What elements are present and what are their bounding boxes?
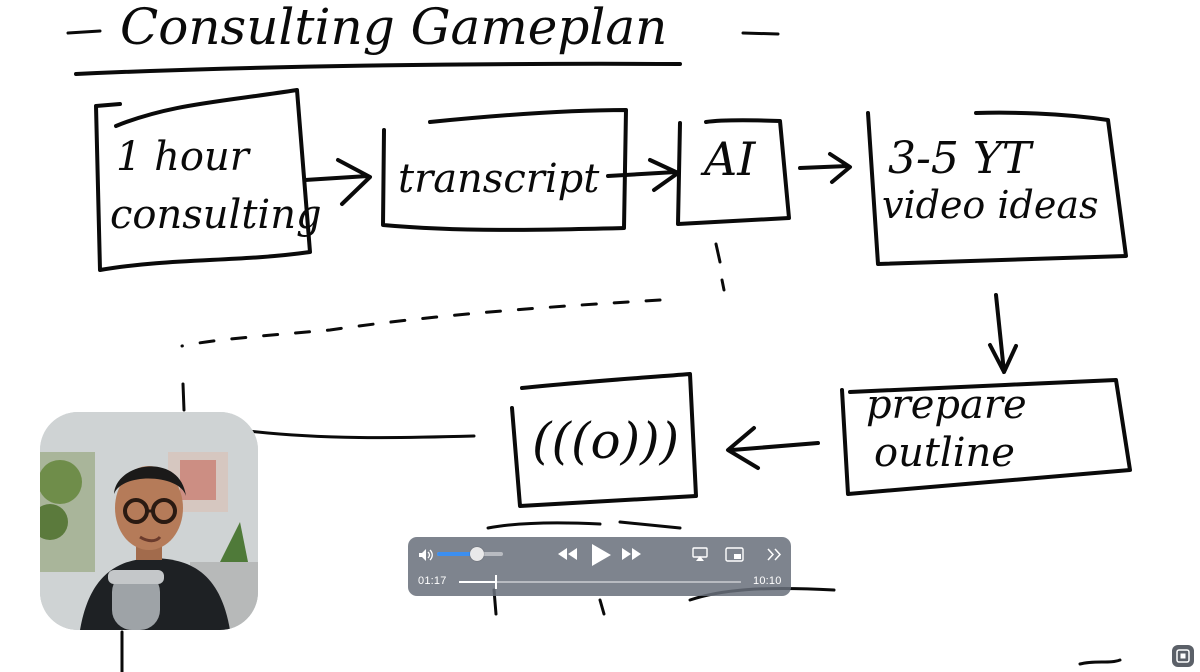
record-label: (((o))) bbox=[532, 412, 679, 470]
title-text: Consulting Gameplan bbox=[120, 0, 667, 56]
presenter-webcam bbox=[40, 412, 258, 630]
seek-playhead[interactable] bbox=[494, 575, 497, 589]
seek-bar[interactable] bbox=[459, 575, 741, 589]
volume-level bbox=[437, 552, 477, 556]
play-icon[interactable] bbox=[590, 543, 612, 567]
ai-label: AI bbox=[700, 132, 756, 186]
consulting-label-2: consulting bbox=[110, 192, 322, 238]
volume-slider[interactable] bbox=[437, 547, 503, 561]
arrow-2 bbox=[606, 158, 680, 192]
ai-box bbox=[676, 118, 791, 226]
video-ideas-label-1: 3-5 YT bbox=[888, 133, 1035, 184]
dashed-from-ai bbox=[714, 242, 726, 292]
record-box bbox=[510, 372, 698, 508]
arrow-3 bbox=[798, 152, 852, 184]
arrow-1 bbox=[303, 158, 372, 206]
partial-stroke-corner bbox=[1078, 658, 1122, 666]
more-chevrons-icon[interactable] bbox=[766, 548, 782, 561]
connector-line bbox=[238, 428, 476, 440]
title-dash-left bbox=[66, 29, 102, 35]
transcript-box bbox=[381, 108, 628, 232]
title-underline bbox=[74, 61, 682, 76]
volume-icon[interactable] bbox=[418, 548, 434, 562]
outline-label-2: outline bbox=[874, 430, 1015, 476]
arrow-left bbox=[726, 426, 820, 470]
current-time: 01:17 bbox=[418, 575, 447, 587]
partial-text-under-record bbox=[486, 520, 682, 530]
outline-label-1: prepare bbox=[866, 382, 1027, 428]
fullscreen-button[interactable] bbox=[1172, 645, 1194, 667]
duration: 10:10 bbox=[753, 575, 782, 587]
transcript-label: transcript bbox=[398, 156, 600, 202]
title-dash-right bbox=[741, 31, 780, 36]
picture-in-picture-icon[interactable] bbox=[725, 547, 744, 562]
airplay-icon[interactable] bbox=[692, 547, 708, 562]
seek-progress bbox=[459, 581, 495, 583]
video-ideas-label-2: video ideas bbox=[882, 183, 1099, 227]
consulting-box bbox=[94, 88, 312, 272]
rewind-icon[interactable] bbox=[556, 547, 578, 561]
dashed-return bbox=[180, 298, 662, 348]
consulting-label-1: 1 hour bbox=[116, 134, 252, 180]
volume-knob[interactable] bbox=[469, 547, 484, 561]
connector-stub bbox=[181, 382, 186, 412]
fullscreen-icon bbox=[1176, 649, 1190, 663]
video-ideas-box bbox=[866, 110, 1128, 266]
outline-box bbox=[840, 378, 1132, 496]
fast-forward-icon[interactable] bbox=[621, 547, 643, 561]
player-controls[interactable] bbox=[408, 537, 791, 596]
arrow-down bbox=[988, 293, 1018, 374]
